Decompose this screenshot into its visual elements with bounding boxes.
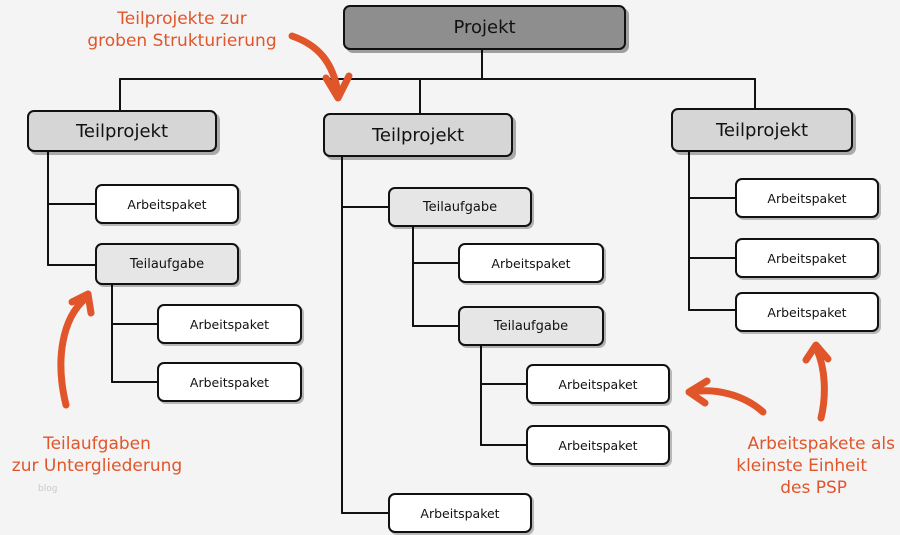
teilprojekt-box-left: Teilprojekt: [27, 110, 217, 152]
arrow-arbeitspakete-up: [802, 341, 832, 422]
arrow-teilaufgaben: [57, 290, 95, 409]
arbeitspaket-label: Arbeitspaket: [189, 374, 270, 390]
teilaufgabe-label: Teilaufgabe: [493, 318, 569, 334]
arbeitspaket-box: Arbeitspaket: [95, 184, 239, 224]
arrow-arbeitspakete-left: [685, 377, 767, 416]
annotation-teilaufgaben: Teilaufgaben zur Untergliederung: [2, 433, 192, 477]
arrow-teilprojekte: [288, 32, 353, 102]
arbeitspaket-label: Arbeitspaket: [558, 376, 638, 392]
annotation-line: kleinste Einheit: [736, 456, 867, 476]
arbeitspaket-box: Arbeitspaket: [526, 425, 670, 465]
arbeitspaket-label: Arbeitspaket: [558, 437, 638, 453]
arbeitspaket-box: Arbeitspaket: [458, 243, 604, 283]
arbeitspaket-label: Arbeitspaket: [127, 196, 207, 212]
annotation-arbeitspakete: Arbeitspakete als kleinste Einheit des P…: [700, 433, 895, 499]
teilprojekt-box-middle: Teilprojekt: [323, 113, 513, 157]
arbeitspaket-box: Arbeitspaket: [388, 493, 532, 533]
arbeitspaket-box: Arbeitspaket: [526, 364, 670, 404]
teilprojekt-label: Teilprojekt: [75, 120, 168, 142]
annotation-teilprojekte: Teilprojekte zur groben Strukturierung: [62, 8, 302, 52]
projekt-label: Projekt: [453, 17, 516, 38]
arbeitspaket-label: Arbeitspaket: [767, 250, 847, 266]
arbeitspaket-box: Arbeitspaket: [735, 178, 879, 218]
arbeitspaket-box: Arbeitspaket: [157, 304, 302, 344]
teilaufgabe-box: Teilaufgabe: [388, 187, 532, 227]
teilaufgabe-label: Teilaufgabe: [129, 256, 205, 272]
arbeitspaket-label: Arbeitspaket: [767, 190, 847, 206]
watermark-text: blog: [38, 484, 58, 494]
teilaufgabe-box: Teilaufgabe: [458, 306, 604, 346]
arbeitspaket-box: Arbeitspaket: [157, 362, 302, 402]
annotation-line: Arbeitspakete als: [747, 434, 895, 454]
arbeitspaket-box: Arbeitspaket: [735, 292, 879, 332]
teilprojekt-label: Teilprojekt: [715, 119, 808, 141]
arbeitspaket-box: Arbeitspaket: [735, 238, 879, 278]
teilaufgabe-label: Teilaufgabe: [422, 199, 498, 215]
arbeitspaket-label: Arbeitspaket: [767, 304, 847, 320]
arbeitspaket-label: Arbeitspaket: [491, 255, 571, 271]
annotation-line: groben Strukturierung: [87, 31, 277, 51]
arbeitspaket-label: Arbeitspaket: [189, 316, 270, 332]
teilaufgabe-box: Teilaufgabe: [95, 243, 239, 285]
annotation-line: Teilprojekte zur: [117, 9, 247, 29]
teilprojekt-box-right: Teilprojekt: [671, 108, 853, 152]
annotation-line: zur Untergliederung: [11, 456, 183, 476]
projekt-box: Projekt: [343, 5, 626, 50]
teilprojekt-label: Teilprojekt: [371, 124, 464, 146]
annotation-line: des PSP: [780, 478, 847, 498]
arbeitspaket-label: Arbeitspaket: [420, 505, 500, 521]
annotation-line: Teilaufgaben: [43, 434, 151, 454]
